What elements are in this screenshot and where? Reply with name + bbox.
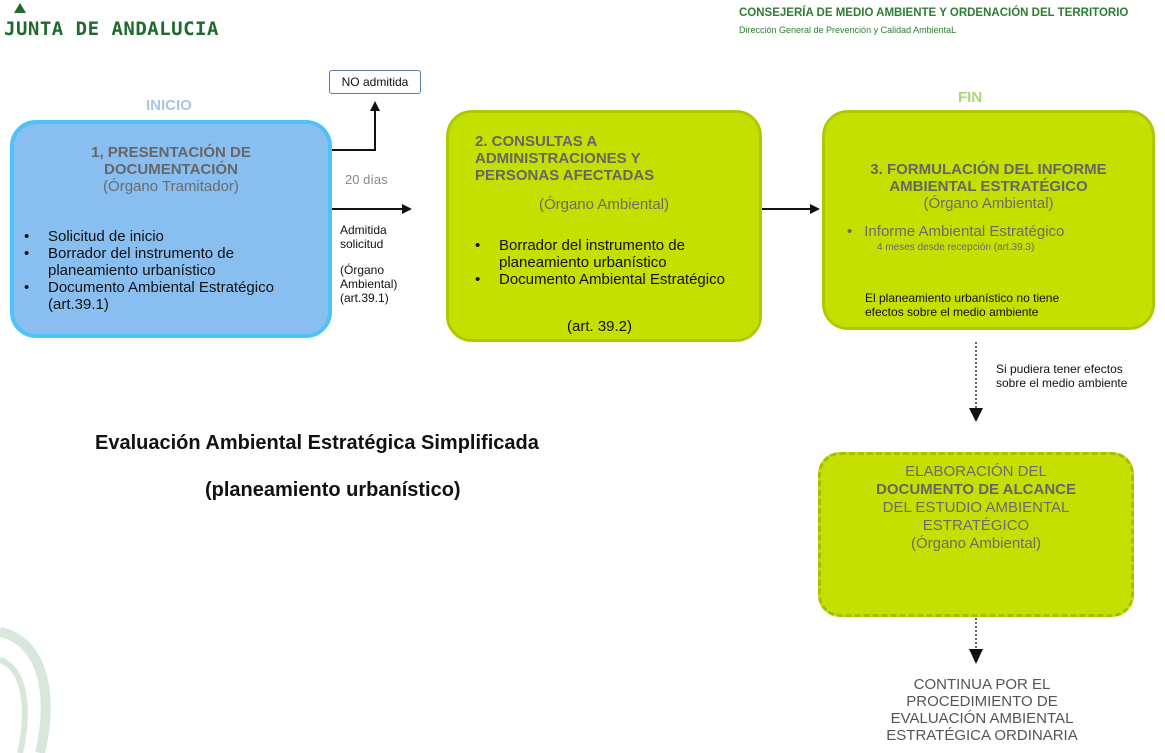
box4-line-1: ELABORACIÓN DEL: [905, 463, 1047, 480]
box2-art: (art. 39.2): [567, 318, 633, 335]
diagram-subtitle: (planeamiento urbanístico): [205, 479, 461, 501]
list-item: Borrador del instrumento de planeamiento…: [14, 245, 314, 279]
box2-title-1: 2. CONSULTAS A: [475, 133, 598, 150]
box3-subtitle: (Órgano Ambiental): [923, 195, 1054, 212]
box3-note: El planeamiento urbanístico no tiene efe…: [865, 291, 1060, 319]
box3-title-1: 3. FORMULACIÓN DEL INFORME: [870, 161, 1107, 178]
box4-line-3: DEL ESTUDIO AMBIENTAL: [882, 499, 1070, 516]
box2-subtitle: (Órgano Ambiental): [538, 196, 670, 213]
box-consultas: 2. CONSULTAS A ADMINISTRACIONES Y PERSON…: [446, 110, 762, 342]
box3-item-note: 4 meses desde recepción (art.39.3): [877, 242, 1035, 253]
box4-line-5: (Órgano Ambiental): [910, 535, 1042, 552]
box1-subtitle: (Órgano Tramitador): [103, 178, 239, 195]
diagram-title: Evaluación Ambiental Estratégica Simplif…: [95, 432, 539, 454]
dias-label: 20 días: [345, 172, 388, 187]
box4-line-2: DOCUMENTO DE ALCANCE: [875, 481, 1076, 498]
box1-list: Solicitud de inicio Borrador del instrum…: [14, 228, 314, 313]
list-item: Documento Ambiental Estratégico (art.39.…: [14, 279, 314, 313]
logo-mark-icon: [4, 0, 36, 13]
box-elaboracion: ELABORACIÓN DEL DOCUMENTO DE ALCANCE DEL…: [818, 452, 1134, 617]
box2-list: Borrador del instrumento de planeamiento…: [465, 237, 745, 288]
box1-title-1: 1, PRESENTACIÓN DE: [91, 144, 251, 161]
box-formulacion: 3. FORMULACIÓN DEL INFORME AMBIENTAL EST…: [822, 110, 1155, 330]
si-efectos-label: Si pudiera tener efectos sobre el medio …: [996, 362, 1128, 390]
box2-title-2: ADMINISTRACIONES Y: [475, 150, 641, 167]
junta-logo-text: JUNTA DE ANDALUCIA: [4, 18, 219, 40]
box-presentacion: 1, PRESENTACIÓN DE DOCUMENTACIÓN (Órgano…: [10, 120, 332, 338]
box4-line-4: ESTRATÉGICO: [922, 517, 1030, 534]
stage-inicio-label: INICIO: [146, 97, 192, 114]
list-item: Borrador del instrumento de planeamiento…: [465, 237, 745, 271]
box3-title-2: AMBIENTAL ESTRATÉGICO: [889, 178, 1088, 195]
direccion-subtitle: Dirección General de Prevención y Calida…: [739, 25, 957, 35]
list-item: Solicitud de inicio: [14, 228, 314, 245]
seal-watermark: [0, 627, 51, 753]
box2-title-3: PERSONAS AFECTADAS: [475, 167, 655, 184]
box3-item: •Informe Ambiental Estratégico: [847, 223, 1065, 240]
continua-text: CONTINUA POR EL PROCEDIMIENTO DE EVALUAC…: [886, 676, 1078, 744]
list-item: Documento Ambiental Estratégico: [465, 271, 745, 288]
admitida-label: Admitida solicitud (Órgano Ambiental) (a…: [340, 223, 398, 305]
box1-title-2: DOCUMENTACIÓN: [104, 161, 238, 178]
consejeria-title: CONSEJERÍA DE MEDIO AMBIENTE Y ORDENACIÓ…: [739, 7, 1129, 19]
no-admitida-label: NO admitida: [329, 70, 421, 94]
arrow-to-no-admitida: [332, 101, 380, 151]
stage-fin-label: FIN: [958, 89, 983, 106]
